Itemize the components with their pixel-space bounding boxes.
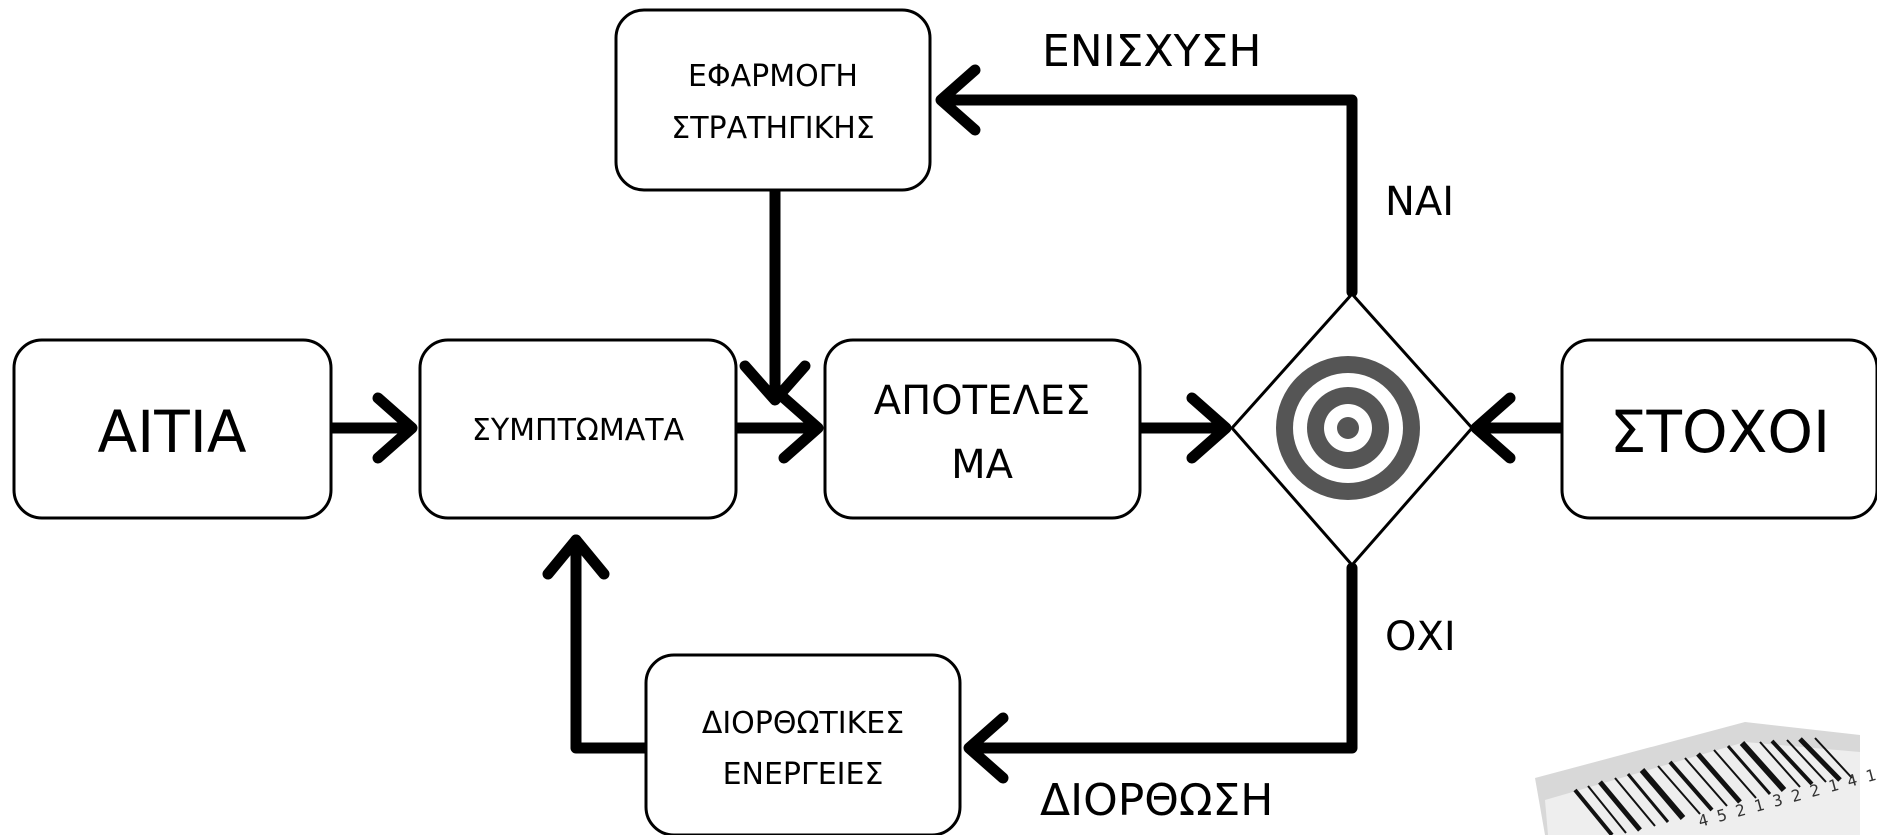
causes-label: ΑΙΤΙΑ xyxy=(98,398,247,466)
box-corrective xyxy=(644,653,962,835)
target-icon xyxy=(1276,356,1420,500)
arrowhead-symptoms-in xyxy=(372,392,418,464)
edge-label-reinforcement: ΕΝΙΣΧΥΣΗ xyxy=(1042,26,1261,77)
box-goals xyxy=(1560,338,1877,520)
arrowhead-strategy-down xyxy=(739,360,811,406)
edge-corrective-symptoms xyxy=(570,534,651,754)
symptoms-label: ΣΥΜΠΤΩΜΑΤΑ xyxy=(472,413,685,448)
box-symptoms xyxy=(418,338,738,520)
goals-label: ΣΤΟΧΟΙ xyxy=(1610,398,1830,466)
arrowhead-corrective-in xyxy=(963,712,1009,784)
corrective-label-line2: ΕΝΕΡΓΕΙΕΣ xyxy=(723,757,884,792)
arrowhead-strategy-in xyxy=(935,64,981,136)
arrowhead-symptoms-up xyxy=(542,534,610,580)
box-result xyxy=(823,338,1142,520)
arrowhead-decision-in xyxy=(1186,392,1232,464)
box-causes xyxy=(12,338,333,520)
box-strategy xyxy=(614,8,932,192)
result-label-line1: ΑΠΟΤΕΛΕΣ xyxy=(874,378,1091,424)
strategy-label-line2: ΣΤΡΑΤΗΓΙΚΗΣ xyxy=(671,111,875,146)
arrowhead-goals-in xyxy=(1470,392,1516,464)
edge-decision-corrective xyxy=(964,562,1358,754)
strategy-label-line1: ΕΦΑΡΜΟΓΗ xyxy=(688,59,858,94)
edge-label-yes: ΝΑΙ xyxy=(1385,179,1454,225)
arrowhead-result-in xyxy=(778,392,824,464)
result-label-line2: ΜΑ xyxy=(951,442,1014,488)
edge-label-correction: ΔΙΟΡΘΩΣΗ xyxy=(1040,775,1273,826)
edge-decision-strategy xyxy=(936,94,1358,298)
barcode-image: 4 5 2 1 3 2 2 1 4 1 xyxy=(1535,722,1877,835)
edge-label-no: ΟΧΙ xyxy=(1385,614,1456,660)
corrective-label-line1: ΔΙΟΡΘΩΤΙΚΕΣ xyxy=(702,706,904,741)
